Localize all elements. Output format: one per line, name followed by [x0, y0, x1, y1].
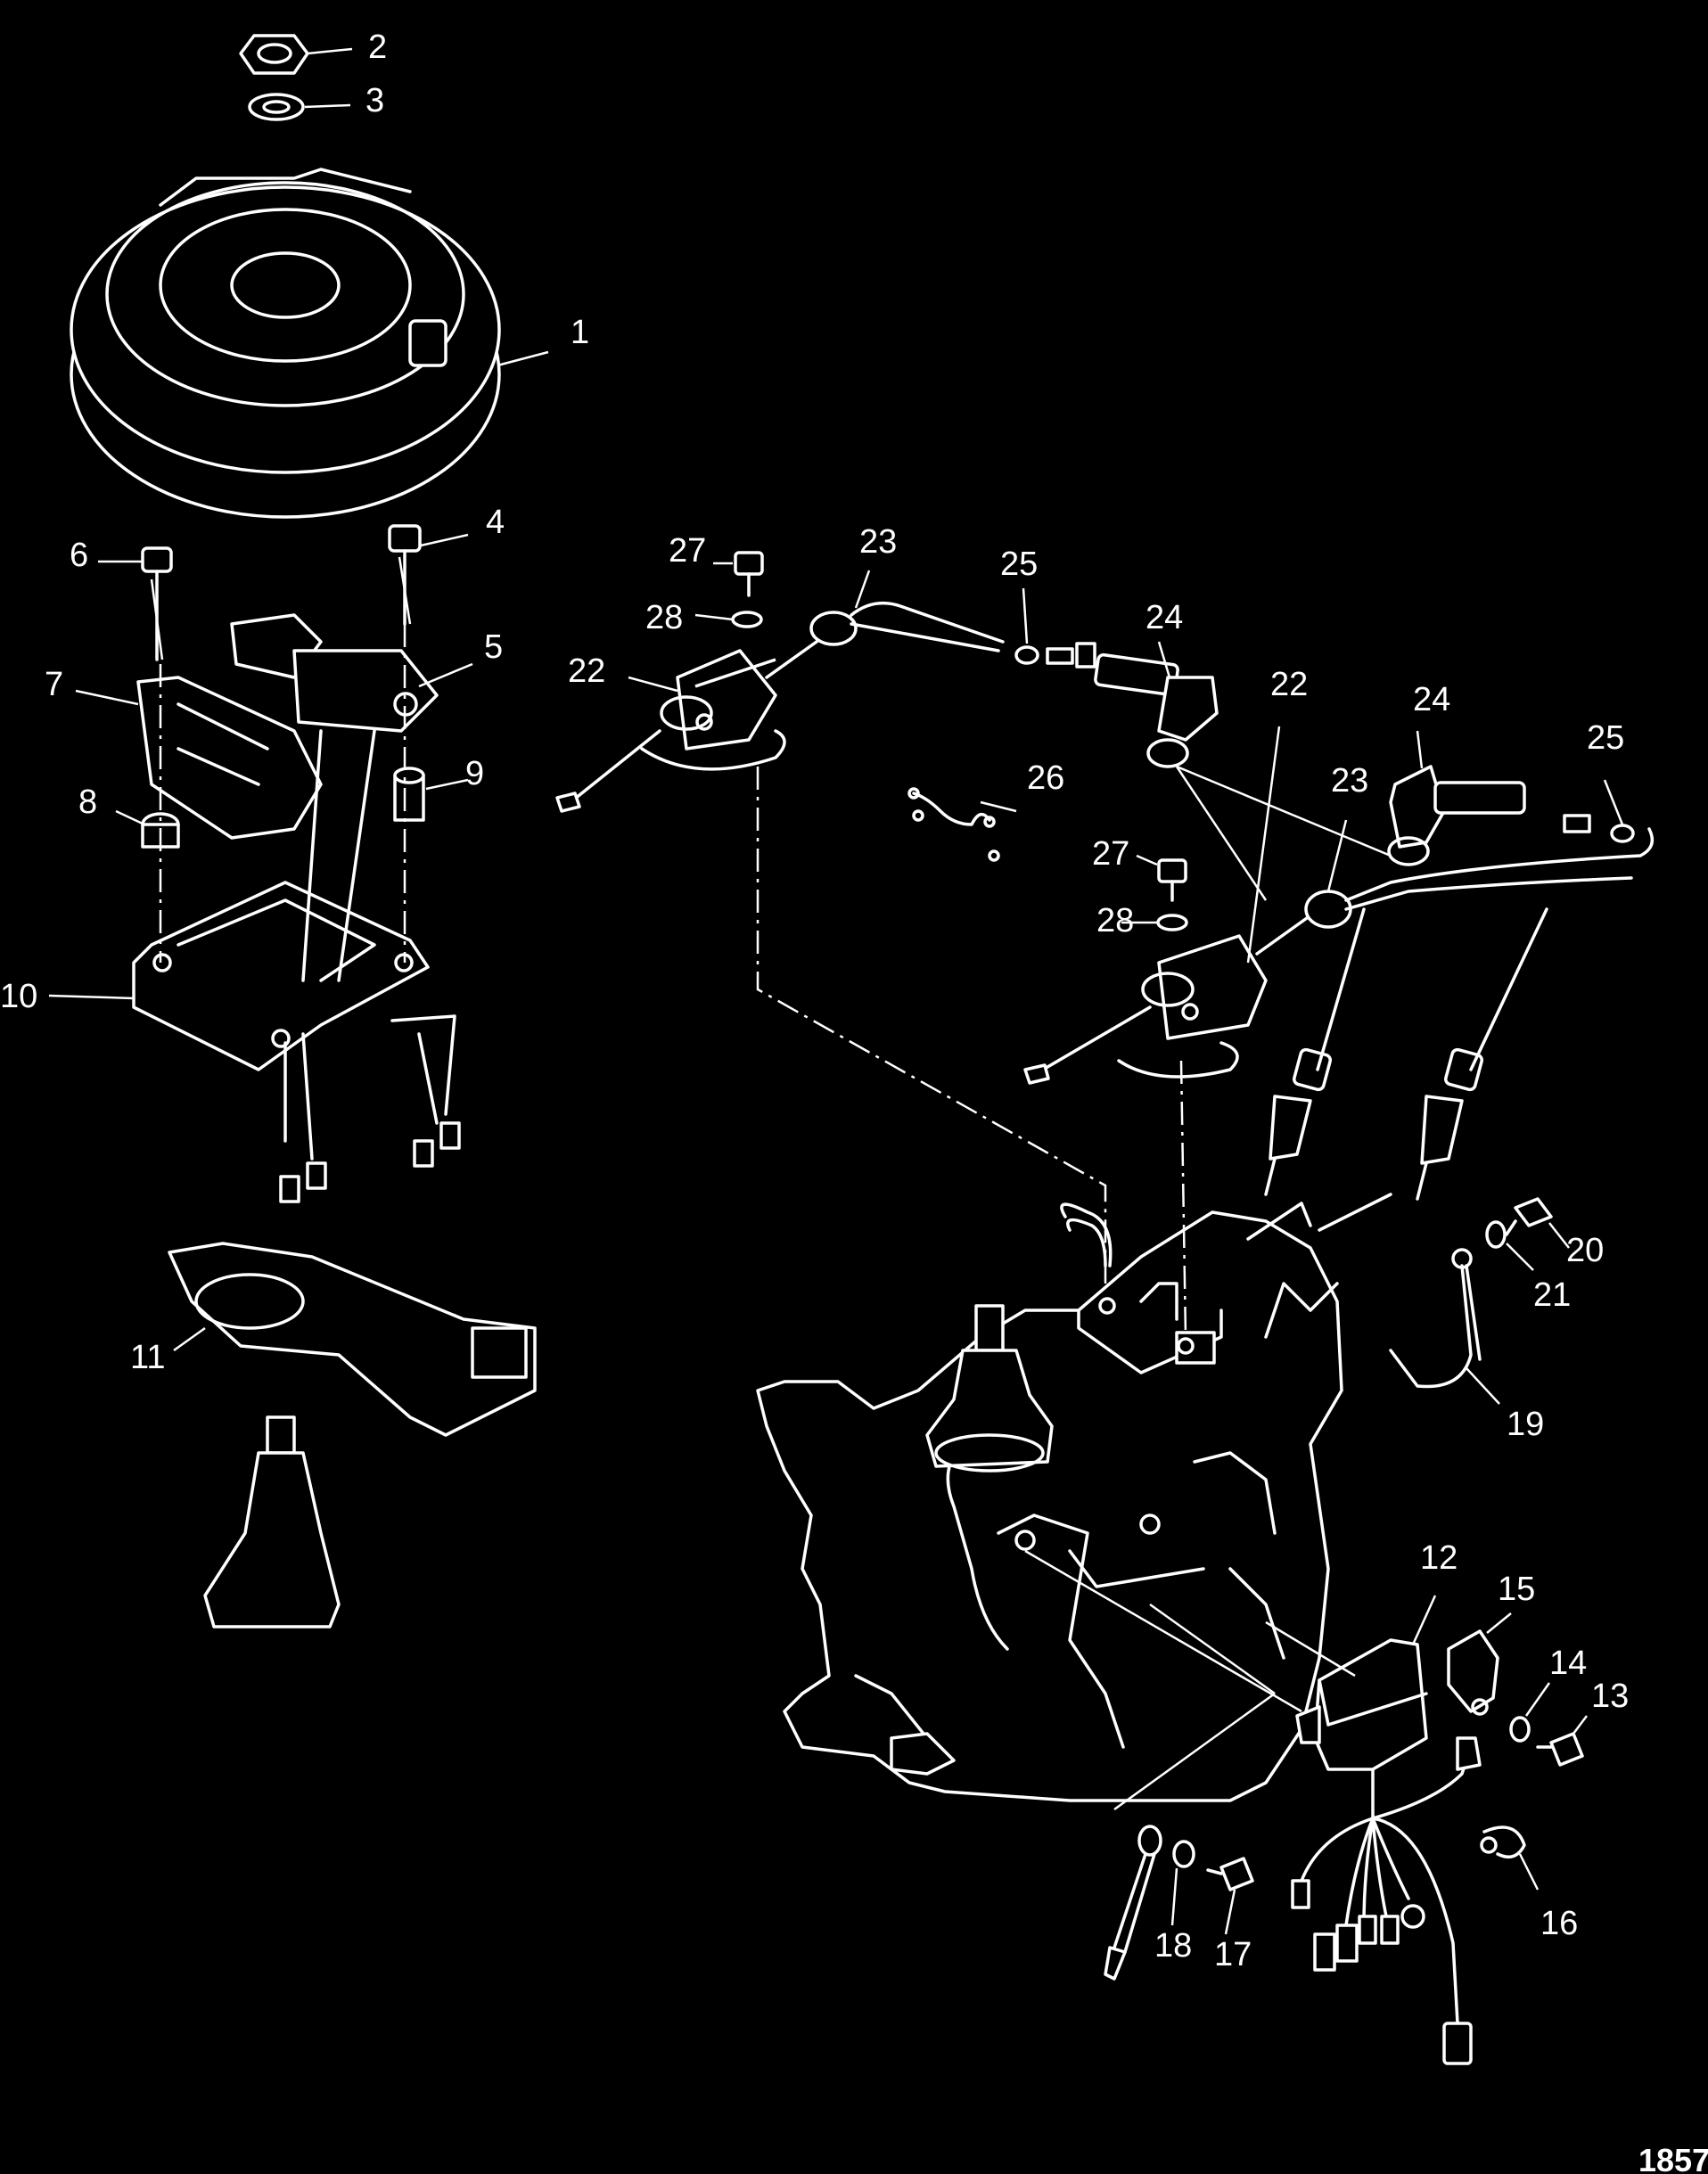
callout-25-lower: 25: [1587, 719, 1624, 757]
mounting-bracket-15: [1447, 1629, 1499, 1716]
stator-leads: [279, 1014, 461, 1203]
lead-route-right: [1246, 1193, 1392, 1241]
callout-17: 17: [1214, 1936, 1252, 1973]
switch-box-harness: [1291, 1736, 1482, 2065]
trigger-coil: [136, 676, 323, 840]
callout-25-upper: 25: [1000, 546, 1038, 583]
clip-lower: [1563, 814, 1635, 843]
callout-22-lower: 22: [1270, 666, 1308, 703]
callout-20: 20: [1566, 1232, 1604, 1269]
leader-lines: [48, 47, 1624, 1935]
callout-27-upper: 27: [669, 532, 706, 570]
stator-plate: [132, 729, 430, 1071]
callout-6: 6: [70, 537, 88, 574]
callout-28-upper: 28: [645, 599, 683, 636]
powerhead-block: [756, 1210, 1343, 1802]
callout-3: 3: [365, 82, 384, 119]
callout-24-lower: 24: [1413, 681, 1450, 718]
screw-13: [1536, 1732, 1584, 1767]
coil-screw-lower: [1156, 858, 1188, 931]
switch-box: [1024, 1549, 1428, 1811]
callout-23-lower: 23: [1331, 762, 1368, 800]
charge-coil: [230, 613, 439, 733]
callout-16: 16: [1540, 1905, 1578, 1942]
screw-20: [1505, 1197, 1553, 1236]
powerhead-crank-stub: [925, 1304, 1054, 1473]
screw-17: [1206, 1857, 1254, 1891]
callout-24-upper: 24: [1146, 599, 1183, 636]
high-tension-lead-lower: [1255, 827, 1655, 956]
lead-route-left-2: [1066, 1218, 1107, 1267]
callout-21: 21: [1533, 1276, 1571, 1314]
screw-4: [388, 524, 422, 626]
screw-6: [141, 546, 173, 661]
callout-22-upper: 22: [568, 652, 605, 690]
trigger-plate: [168, 1242, 537, 1437]
retainer-16: [1480, 1825, 1526, 1859]
grounding-clip-26: [907, 787, 1000, 862]
washer-14: [1509, 1716, 1531, 1743]
callout-numbers: 2 3 1 4 5 6 7 8 9 10 11 27 28 22 23 25 2…: [0, 29, 1629, 1973]
callout-19: 19: [1507, 1406, 1544, 1443]
flywheel-nut: [239, 34, 309, 75]
callout-8: 8: [78, 783, 97, 821]
spark-plug-right: [1416, 907, 1548, 1201]
crankshaft-stub: [203, 1415, 341, 1628]
callout-7: 7: [45, 666, 63, 703]
callout-13: 13: [1591, 1678, 1629, 1715]
callout-2: 2: [368, 29, 387, 66]
callout-12: 12: [1420, 1539, 1458, 1577]
callout-28-lower: 28: [1096, 902, 1134, 939]
powerhead-lower-ports: [890, 1732, 956, 1776]
spacer-9: [393, 767, 425, 822]
ignition-coil-upper: [555, 649, 786, 813]
flywheel: [70, 168, 501, 519]
callout-27-lower: 27: [1092, 835, 1129, 873]
ignition-coil-lower: [1023, 934, 1268, 1085]
callout-9: 9: [465, 755, 484, 792]
flywheel-washer: [248, 93, 305, 121]
washer-21: [1485, 1220, 1507, 1249]
alignment-line-lower-coil: [1179, 1060, 1187, 1338]
alignment-line-upper-coil: [756, 767, 1107, 1284]
callout-5: 5: [484, 628, 503, 666]
spark-plug-left: [1264, 907, 1366, 1196]
ground-lead-19: [1389, 1248, 1482, 1389]
callout-11: 11: [130, 1339, 165, 1376]
spark-plug-cap-lower: [1175, 765, 1526, 901]
ground-strap: [1104, 1825, 1162, 1981]
figure-code: 1857: [1638, 2142, 1708, 2174]
spark-plug-cap-upper: [1094, 652, 1219, 768]
clip-upper: [1014, 642, 1096, 669]
callout-15: 15: [1498, 1571, 1535, 1608]
callout-1: 1: [571, 314, 589, 351]
callout-23-upper: 23: [859, 523, 897, 561]
coil-screw-upper: [731, 551, 764, 628]
callout-4: 4: [486, 504, 505, 541]
callout-18: 18: [1154, 1927, 1192, 1965]
high-tension-lead-upper: [765, 601, 1005, 679]
callout-14: 14: [1549, 1645, 1587, 1682]
washer-18: [1172, 1840, 1195, 1868]
callout-26: 26: [1027, 759, 1064, 797]
lead-route-left: [1060, 1202, 1113, 1267]
callout-10: 10: [0, 978, 37, 1015]
